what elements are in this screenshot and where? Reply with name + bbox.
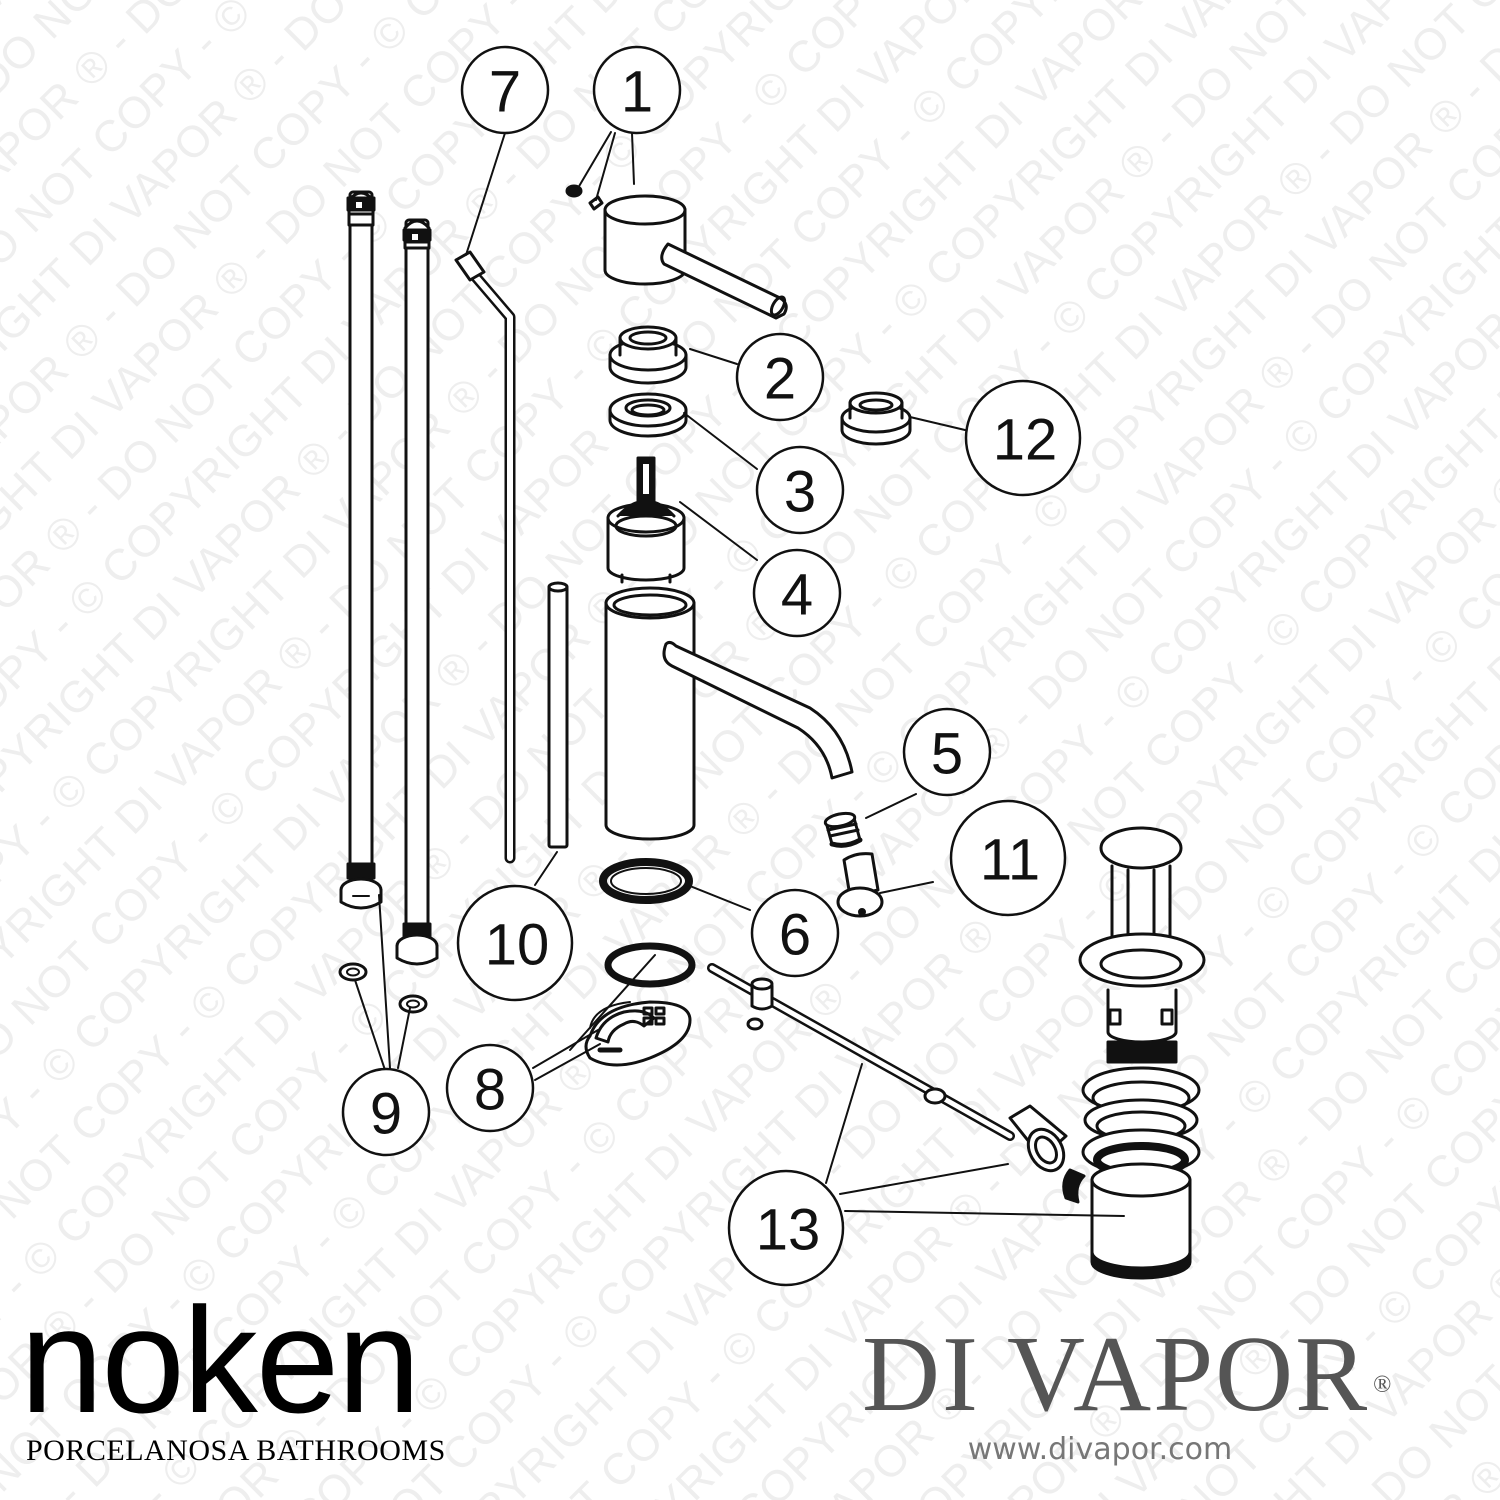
- fixing-stud: [547, 581, 569, 849]
- callout-circle-3: [755, 445, 845, 535]
- callout-label-9: 9: [370, 1082, 402, 1147]
- hose-washer-right: [398, 994, 428, 1014]
- callout-circle-4: [752, 548, 842, 638]
- fixing-washer: [604, 942, 696, 988]
- callout-circle-1: [592, 45, 682, 135]
- divapor-logo: DI VAPOR® www.divapor.com: [860, 1320, 1480, 1468]
- callout-circle-8: [445, 1043, 535, 1133]
- callout-circle-10: [456, 884, 574, 1002]
- noken-logo: noken PORCELANOSA BATHROOMS: [20, 1276, 446, 1468]
- retaining-nut: [608, 392, 688, 438]
- cartridge-cover: [608, 325, 688, 385]
- tap-body: [604, 586, 854, 841]
- alternative-cartridge-cover: [840, 391, 912, 446]
- noken-wordmark: noken: [20, 1276, 421, 1444]
- divapor-name: DI VAPOR: [862, 1315, 1370, 1434]
- callout-label-1: 1: [621, 60, 653, 125]
- callout-label-2: 2: [764, 347, 796, 412]
- callout-label-3: 3: [784, 460, 816, 525]
- ceramic-cartridge: [606, 456, 686, 584]
- aerator-key: [836, 852, 884, 918]
- callout-circle-11: [949, 799, 1067, 917]
- pop-up-rod: [454, 250, 516, 864]
- noken-tagline: PORCELANOSA BATHROOMS: [26, 1434, 446, 1467]
- callout-label-4: 4: [781, 563, 813, 628]
- lever-handle: [565, 184, 788, 320]
- callout-circle-9: [341, 1067, 431, 1157]
- callout-circle-12: [964, 379, 1082, 497]
- aerator: [823, 811, 863, 848]
- callout-circle-5: [902, 707, 992, 797]
- base-o-ring: [599, 858, 693, 904]
- callout-label-6: 6: [779, 903, 811, 968]
- pop-up-waste: [1062, 826, 1206, 1280]
- callout-circle-13: [727, 1169, 845, 1287]
- registered-mark: ®: [1373, 1372, 1394, 1398]
- callout-label-10: 10: [485, 913, 550, 978]
- pop-up-linkage: [707, 963, 1068, 1173]
- callout-label-7: 7: [489, 60, 521, 125]
- callout-circle-2: [735, 332, 825, 422]
- callout-label-13: 13: [756, 1198, 821, 1263]
- callout-circle-6: [750, 888, 840, 978]
- callout-label-12: 12: [993, 408, 1058, 473]
- leader-lines: [354, 131, 1125, 1217]
- callout-label-8: 8: [474, 1058, 506, 1123]
- flexible-hose-left: [339, 190, 383, 910]
- horseshoe-bracket: [584, 1000, 692, 1067]
- callout-label-11: 11: [980, 828, 1040, 893]
- divapor-wordmark: DI VAPOR®: [860, 1320, 1480, 1430]
- callout-circle-7: [460, 45, 550, 135]
- flexible-hose-right: [395, 218, 439, 966]
- hose-washer-left: [338, 962, 368, 982]
- callout-label-5: 5: [931, 722, 963, 787]
- divapor-url[interactable]: www.divapor.com: [967, 1432, 1233, 1467]
